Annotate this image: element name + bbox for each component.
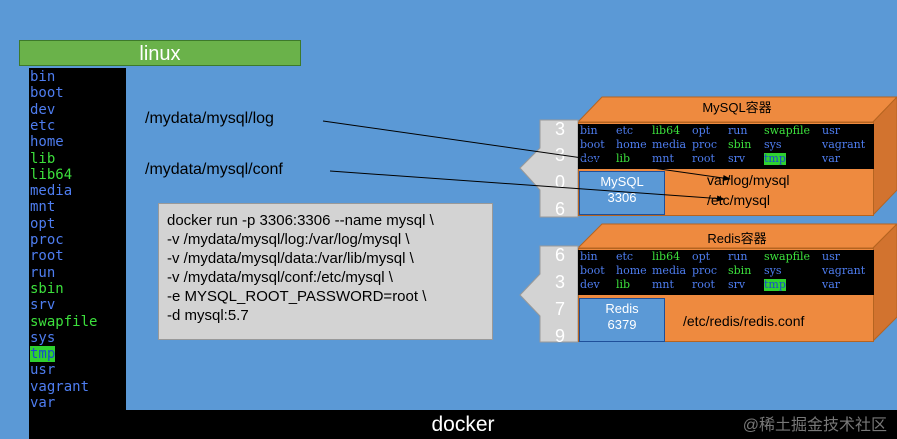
command-line: -v /mydata/mysql/conf:/etc/mysql \	[167, 269, 393, 286]
mysql-port-digit: 3	[554, 119, 565, 139]
redis-path-conf: /etc/redis/redis.conf	[683, 313, 805, 329]
linux-dir-proc: proc	[30, 232, 64, 248]
mysql-dir-lib: lib	[616, 152, 631, 165]
mysql-dir-usr: usr	[822, 124, 840, 137]
linux-dir-opt: opt	[30, 215, 56, 232]
docker-title: docker	[29, 410, 897, 439]
redis-dir-sys: sys	[764, 264, 782, 277]
linux-dir-tmp: tmp	[30, 346, 56, 363]
mysql-container-title: MySQL容器	[702, 100, 772, 115]
command-line: -e MYSQL_ROOT_PASSWORD=root \	[167, 288, 427, 305]
linux-dir-dev: dev	[30, 101, 56, 118]
linux-dir-run: run	[30, 264, 56, 281]
mysql-dir-srv: srv	[728, 152, 746, 165]
mysql-path-conf: /etc/mysql	[707, 192, 771, 208]
mysql-dir-run: run	[728, 124, 748, 137]
command-line: docker run -p 3306:3306 --name mysql \	[167, 212, 434, 229]
redis-dir-home: home	[616, 264, 647, 277]
redis-dir-proc: proc	[692, 264, 718, 277]
redis-port-digit: 7	[554, 299, 565, 319]
linux-dir-srv: srv	[30, 297, 56, 314]
redis-name: Redis	[605, 301, 639, 316]
mysql-dir-sbin: sbin	[728, 138, 752, 151]
redis-dir-sbin: sbin	[728, 264, 752, 277]
redis-dir-srv: srv	[728, 278, 746, 291]
mysql-port-digit: 3	[554, 145, 565, 165]
mysql-dir-boot: boot	[580, 138, 605, 151]
redis-dir-media: media	[652, 264, 687, 277]
mysql-dir-lib64: lib64	[652, 124, 681, 137]
mysql-port-digit: 0	[554, 172, 565, 192]
mysql-dir-home: home	[616, 138, 647, 151]
docker-run-command: docker run -p 3306:3306 --name mysql \ -…	[158, 203, 493, 340]
redis-dir-bin: bin	[580, 250, 598, 263]
redis-dir-usr: usr	[822, 250, 840, 263]
redis-port-digit: 3	[554, 272, 565, 292]
linux-dir-lib64: lib64	[30, 166, 73, 183]
linux-dir-lib: lib	[30, 150, 56, 167]
linux-dir-usr: usr	[30, 362, 56, 379]
mysql-port-box: MySQL 3306	[579, 171, 665, 215]
redis-port-digit: 6	[554, 245, 565, 265]
mysql-dir-tmp: tmp	[764, 152, 786, 165]
mysql-dir-proc: proc	[692, 138, 718, 151]
redis-dir-listing: bin etc lib64 opt run swapfile usr boot home medi…	[578, 250, 874, 295]
watermark: @稀土掘金技术社区	[742, 417, 887, 434]
mysql-dir-root: root	[692, 152, 715, 165]
redis-port: 6379	[607, 317, 637, 332]
command-line: -v /mydata/mysql/data:/var/lib/mysql \	[167, 250, 414, 267]
redis-port-box: Redis 6379	[579, 298, 665, 342]
redis-dir-run: run	[728, 250, 748, 263]
redis-dir-root: root	[692, 278, 715, 291]
mysql-dir-vagrant: vagrant	[822, 138, 866, 151]
redis-dir-dev: dev	[580, 278, 600, 291]
mysql-path-log: var/log/mysql	[707, 172, 790, 188]
command-line: -d mysql:5.7	[167, 307, 249, 324]
linux-dir-mnt: mnt	[30, 199, 56, 216]
redis-dir-lib64: lib64	[652, 250, 681, 263]
redis-dir-opt: opt	[692, 250, 711, 263]
host-path-conf: /mydata/mysql/conf	[145, 161, 283, 178]
command-line: -v /mydata/mysql/log:/var/log/mysql \	[167, 231, 410, 248]
linux-dir-sbin: sbin	[30, 280, 64, 297]
redis-dir-etc: etc	[616, 250, 634, 263]
redis-container-title: Redis容器	[707, 231, 767, 246]
mysql-dir-bin: bin	[580, 124, 598, 137]
redis-dir-vagrant: vagrant	[822, 264, 866, 277]
linux-dir-media: media	[30, 183, 73, 200]
mysql-dir-sys: sys	[764, 138, 782, 151]
mysql-dir-swapfile: swapfile	[764, 124, 811, 137]
linux-dir-vagrant: vagrant	[30, 378, 90, 395]
redis-dir-mnt: mnt	[652, 278, 674, 291]
linux-dir-sys: sys	[30, 329, 56, 346]
redis-dir-lib: lib	[616, 278, 631, 291]
mysql-dir-etc: etc	[616, 124, 634, 137]
linux-dir-etc: etc	[30, 117, 56, 134]
redis-dir-var: var	[822, 278, 841, 291]
linux-dir-swapfile: swapfile	[30, 313, 98, 330]
mysql-name: MySQL	[600, 174, 644, 189]
mysql-port: 3306	[607, 190, 637, 205]
redis-dir-boot: boot	[580, 264, 605, 277]
redis-port-digit: 9	[554, 326, 565, 346]
linux-dir-home: home	[30, 134, 64, 151]
linux-dir-boot: boot	[30, 85, 64, 102]
linux-dir-root: root	[30, 248, 64, 265]
mysql-port-digit: 6	[554, 199, 565, 219]
linux-title: linux	[19, 40, 301, 66]
linux-dir-bin: bin	[30, 69, 56, 85]
redis-dir-tmp: tmp	[764, 278, 786, 291]
host-path-log: /mydata/mysql/log	[145, 110, 274, 127]
linux-dir-var: var	[30, 395, 56, 411]
mysql-dir-mnt: mnt	[652, 152, 674, 165]
mysql-dir-listing: bin etc lib64 opt run swapfile usr boot home medi…	[578, 124, 874, 169]
mysql-dir-var: var	[822, 152, 841, 165]
mysql-dir-opt: opt	[692, 124, 711, 137]
mysql-dir-dev: dev	[580, 152, 600, 165]
redis-dir-swapfile: swapfile	[764, 250, 811, 263]
mysql-dir-media: media	[652, 138, 687, 151]
